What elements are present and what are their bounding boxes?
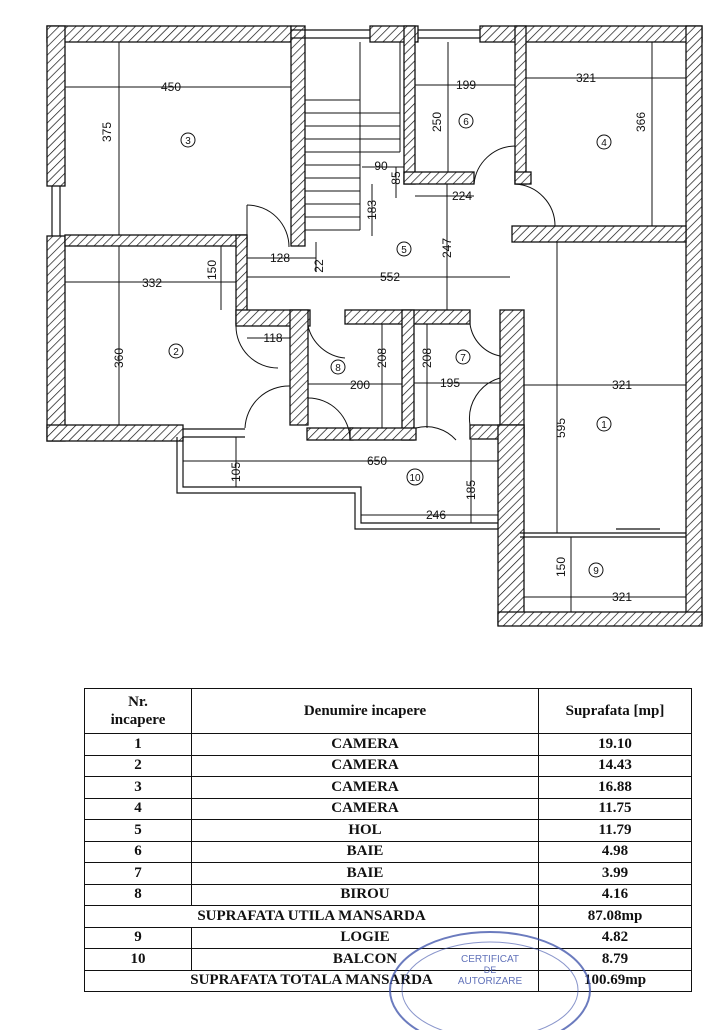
- walls: [46, 25, 703, 627]
- dim-label: 650: [367, 454, 387, 468]
- door-swings: [235, 145, 556, 441]
- room-markers: [168, 113, 612, 578]
- cell-area: 11.79: [538, 819, 692, 842]
- cell-nr: 8: [84, 883, 192, 906]
- stamp-text: DE: [484, 965, 497, 975]
- dim-label: 208: [375, 348, 389, 368]
- dim-label: 200: [350, 378, 370, 392]
- dim-label: 150: [554, 557, 568, 577]
- room-id: 5: [401, 245, 407, 256]
- room-id: 4: [601, 138, 607, 149]
- cell-nr: 3: [84, 776, 192, 799]
- cell-nr: 2: [84, 754, 192, 777]
- dim-label: 360: [112, 348, 126, 368]
- cell-area: 11.75: [538, 797, 692, 820]
- dim-label: 208: [420, 348, 434, 368]
- dim-label: 321: [612, 590, 632, 604]
- cell-nr: 6: [84, 840, 192, 863]
- dim-label: 224: [452, 189, 472, 203]
- dim-label: 90: [374, 159, 388, 173]
- dim-label: 450: [161, 80, 181, 94]
- total-row: SUPRAFATA TOTALA MANSARDA 100.69mp: [84, 969, 692, 992]
- total-value: 100.69mp: [538, 969, 692, 992]
- windows: [51, 29, 686, 538]
- cell-area: 14.43: [538, 754, 692, 777]
- dim-label: 150: [205, 260, 219, 280]
- stamp-text: AUTORIZARE: [458, 976, 523, 987]
- cell-area: 16.88: [538, 776, 692, 799]
- total-label: SUPRAFATA TOTALA MANSARDA: [84, 969, 539, 992]
- stamp-text: CERTIFICAT: [461, 954, 519, 965]
- dim-label: 375: [100, 122, 114, 142]
- cell-nr: 9: [84, 926, 192, 949]
- dim-label: 552: [380, 270, 400, 284]
- header-area: Suprafata [mp]: [538, 688, 692, 734]
- cell-area: 4.98: [538, 840, 692, 863]
- dim-label: 195: [440, 376, 460, 390]
- dim-label: 321: [612, 378, 632, 392]
- room-id: 10: [409, 473, 421, 484]
- dim-label: 199: [456, 78, 476, 92]
- cell-name: BAIE: [191, 840, 539, 863]
- staircase: [305, 42, 401, 231]
- room-id: 6: [463, 117, 469, 128]
- cell-name: CAMERA: [191, 797, 539, 820]
- dim-label: 250: [430, 112, 444, 132]
- cell-area: 3.99: [538, 862, 692, 885]
- cell-name: CAMERA: [191, 733, 539, 756]
- room-id: 7: [460, 353, 466, 364]
- table-header-row: Nr. incapere Denumire incapere Suprafata…: [84, 688, 692, 734]
- cell-name: BAIE: [191, 862, 539, 885]
- room-id: 2: [173, 347, 179, 358]
- dim-label: 185: [464, 480, 478, 500]
- dim-label: 595: [554, 418, 568, 438]
- room-area-table: Nr. incapere Denumire incapere Suprafata…: [84, 688, 692, 992]
- dim-label: 183: [365, 200, 379, 220]
- dimension-lines: [65, 42, 686, 612]
- room-id: 8: [335, 363, 341, 374]
- cell-nr: 5: [84, 819, 192, 842]
- room-ids: 1 2 3 4 5 6 7 8 9 10: [173, 117, 607, 577]
- dim-label: 85: [389, 171, 403, 185]
- room-id: 1: [601, 420, 607, 431]
- cell-name: CAMERA: [191, 754, 539, 777]
- dim-label: 247: [440, 238, 454, 258]
- cell-name: BIROU: [191, 883, 539, 906]
- balcony-outline: [176, 437, 498, 530]
- header-name: Denumire incapere: [191, 688, 539, 734]
- dim-label: 366: [634, 112, 648, 132]
- cell-nr: 7: [84, 862, 192, 885]
- dim-label: 332: [142, 276, 162, 290]
- cell-area: 4.16: [538, 883, 692, 906]
- dim-label: 128: [270, 251, 290, 265]
- dim-label: 118: [263, 331, 282, 345]
- certification-stamp: CERTIFICAT DE AUTORIZARE: [389, 931, 591, 1030]
- room-id: 9: [593, 566, 599, 577]
- cell-area: 19.10: [538, 733, 692, 756]
- dim-label: 105: [229, 462, 243, 482]
- cell-area: 8.79: [538, 948, 692, 971]
- cell-nr: 10: [84, 948, 192, 971]
- dim-label: 22: [312, 259, 326, 273]
- dim-label: 246: [426, 508, 446, 522]
- room-id: 3: [185, 136, 191, 147]
- cell-name: CAMERA: [191, 776, 539, 799]
- dimension-labels: 450 375 199 250 321 366 90 85 224 183 24…: [100, 71, 648, 604]
- cell-name: HOL: [191, 819, 539, 842]
- cell-nr: 1: [84, 733, 192, 756]
- header-nr: Nr. incapere: [84, 688, 192, 734]
- cell-nr: 4: [84, 797, 192, 820]
- dim-label: 321: [576, 71, 596, 85]
- floor-plan: 450 375 199 250 321 366 90 85 224 183 24…: [46, 25, 703, 627]
